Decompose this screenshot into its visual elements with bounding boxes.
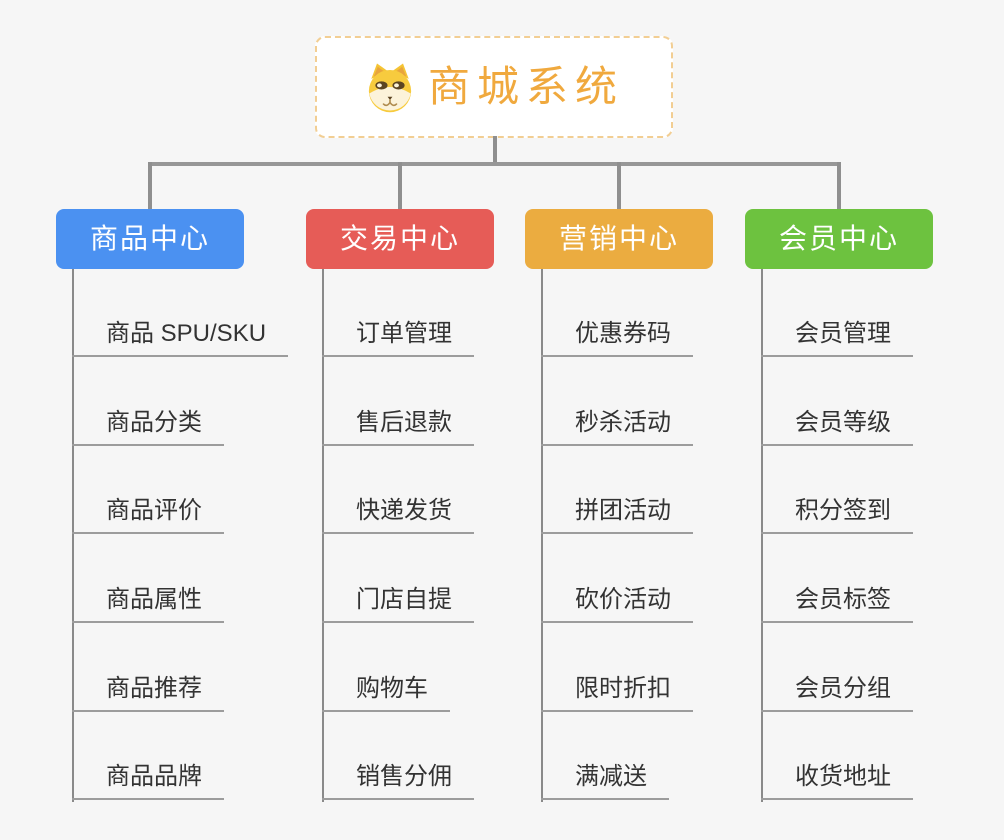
leaf-item[interactable]: 商品推荐 bbox=[72, 674, 224, 712]
branch-label: 会员中心 bbox=[778, 223, 899, 254]
leaf-item[interactable]: 订单管理 bbox=[322, 319, 474, 357]
leaf-item[interactable]: 满减送 bbox=[541, 762, 669, 801]
branch-label: 营销中心 bbox=[558, 223, 679, 254]
leaf-item[interactable]: 商品分类 bbox=[72, 408, 224, 446]
leaf-item[interactable]: 售后退款 bbox=[322, 408, 474, 446]
connector-branch-line bbox=[541, 269, 543, 802]
branch-column-2: 交易中心 订单管理售后退款快递发货门店自提购物车销售分佣 bbox=[306, 162, 556, 840]
leaf-item[interactable]: 销售分佣 bbox=[322, 762, 474, 801]
leaf-item[interactable]: 会员标签 bbox=[761, 585, 913, 623]
leaf-item[interactable]: 收货地址 bbox=[761, 762, 913, 801]
branch-node[interactable]: 交易中心 bbox=[306, 209, 494, 269]
leaf-item[interactable]: 购物车 bbox=[322, 674, 450, 712]
leaf-item[interactable]: 砍价活动 bbox=[541, 585, 693, 623]
connector-drop bbox=[617, 162, 621, 209]
leaf-item[interactable]: 积分签到 bbox=[761, 496, 913, 535]
connector-branch-line bbox=[322, 269, 324, 802]
leaf-item[interactable]: 商品属性 bbox=[72, 585, 224, 623]
leaf-item[interactable]: 会员管理 bbox=[761, 319, 913, 357]
branch-column-3: 营销中心 优惠券码秒杀活动拼团活动砍价活动限时折扣满减送 bbox=[525, 162, 775, 840]
branch-label: 交易中心 bbox=[339, 223, 460, 254]
branch-label: 商品中心 bbox=[89, 223, 210, 254]
leaf-item[interactable]: 会员等级 bbox=[761, 408, 913, 446]
leaf-item[interactable]: 秒杀活动 bbox=[541, 408, 693, 446]
connector-branch-line bbox=[72, 269, 74, 802]
connector-drop bbox=[837, 162, 841, 209]
branch-column-4: 会员中心 会员管理会员等级积分签到会员标签会员分组收货地址 bbox=[745, 162, 995, 840]
connector-drop bbox=[148, 162, 152, 209]
connector-root-stub bbox=[493, 136, 497, 166]
connector-branch-line bbox=[761, 269, 763, 802]
branch-node[interactable]: 商品中心 bbox=[56, 209, 244, 269]
leaf-item[interactable]: 快递发货 bbox=[322, 496, 474, 535]
branch-column-1: 商品中心 商品 SPU/SKU 商品分类商品评价商品属性商品推荐商品品牌 bbox=[56, 162, 306, 840]
branch-node[interactable]: 会员中心 bbox=[745, 209, 933, 269]
leaf-item[interactable]: 优惠券码 bbox=[541, 319, 693, 357]
leaf-item[interactable]: 会员分组 bbox=[761, 674, 913, 712]
root-title: 商城系统 bbox=[427, 63, 624, 110]
leaf-item[interactable]: 限时折扣 bbox=[541, 674, 693, 712]
connector-drop bbox=[398, 162, 402, 209]
leaf-item[interactable]: 商品品牌 bbox=[72, 762, 224, 801]
leaf-item[interactable]: 商品 SPU/SKU bbox=[72, 319, 289, 357]
connector-bus bbox=[148, 162, 841, 166]
branch-node[interactable]: 营销中心 bbox=[525, 209, 713, 269]
leaf-item[interactable]: 门店自提 bbox=[322, 585, 474, 623]
leaf-item[interactable]: 拼团活动 bbox=[541, 496, 693, 535]
leaf-item[interactable]: 商品评价 bbox=[72, 496, 224, 535]
root-node[interactable]: 商城系统 bbox=[315, 36, 673, 138]
dog-face-icon bbox=[364, 61, 416, 113]
